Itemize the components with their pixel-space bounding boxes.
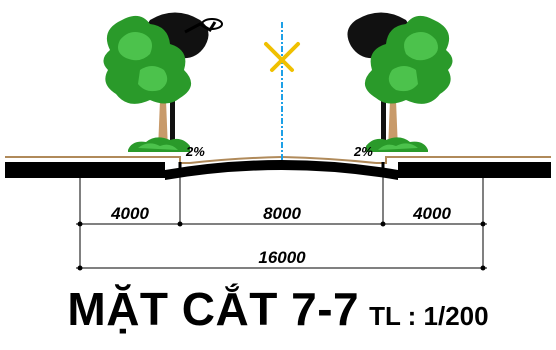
dimension-total-ticks (77, 265, 486, 271)
dim-carriageway: 8000 (263, 204, 301, 223)
section-scale: TL : 1/200 (369, 301, 489, 331)
road-structure (5, 162, 165, 178)
section-title-main: MẶT CẮT 7-7 (67, 283, 360, 335)
tree-icon (103, 12, 223, 152)
dim-sidewalk-left: 4000 (110, 204, 149, 223)
section-title: MẶT CẮT 7-7 TL : 1/200 (0, 282, 556, 336)
slope-label-right: 2% (353, 144, 373, 159)
dimension-ticks (77, 221, 486, 227)
street-lamp-icon (264, 42, 300, 72)
slope-label-left: 2% (185, 144, 205, 159)
ground-line-left (5, 156, 190, 164)
road-surface-left (189, 156, 283, 164)
dim-total: 16000 (258, 248, 306, 267)
tree-icon (347, 12, 453, 152)
carriageway-structure (165, 160, 398, 180)
road-structure-right-sidewalk (398, 162, 551, 178)
dim-sidewalk-right: 4000 (412, 204, 451, 223)
ground-line-right (376, 156, 551, 164)
road-surface-right (281, 156, 377, 164)
